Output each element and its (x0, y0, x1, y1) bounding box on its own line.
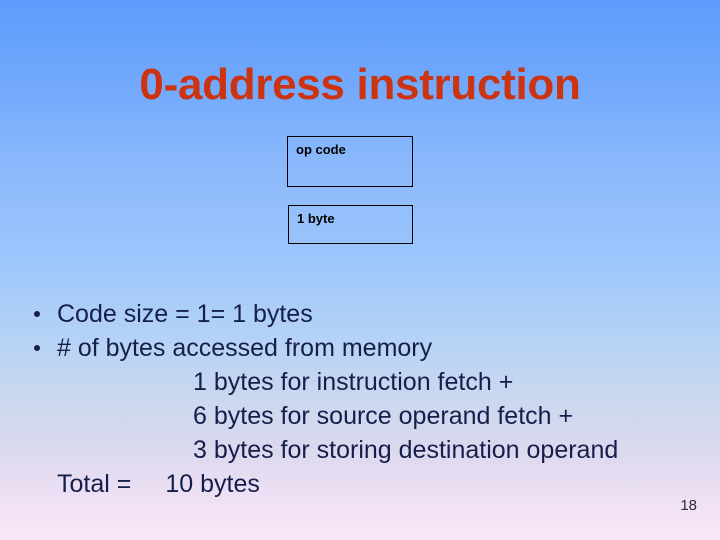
total-value: 10 bytes (165, 470, 260, 498)
bullet-dot-icon (34, 311, 40, 317)
instruction-field-opcode-box: op code (287, 136, 413, 187)
page-number: 18 (680, 497, 697, 514)
total-label: Total = (57, 470, 132, 498)
breakdown-line-store-destination-operand: 3 bytes for storing destination operand (0, 433, 720, 467)
bullet-dot-icon (34, 345, 40, 351)
breakdown-line-source-operand-fetch: 6 bytes for source operand fetch + (0, 399, 720, 433)
breakdown-line-store-destination-operand-label: 3 bytes for storing destination operand (193, 436, 619, 464)
bullet-item-code-size-label: Code size = 1= 1 bytes (57, 300, 313, 328)
breakdown-line-instruction-fetch-label: 1 bytes for instruction fetch + (193, 368, 514, 396)
instruction-field-size-box: 1 byte (288, 205, 413, 244)
bullet-item-code-size: Code size = 1= 1 bytes (0, 297, 720, 331)
page-title: 0-address instruction (139, 60, 581, 109)
size-box-label: 1 byte (297, 211, 335, 226)
breakdown-line-instruction-fetch: 1 bytes for instruction fetch + (0, 365, 720, 399)
opcode-box-label: op code (296, 142, 346, 157)
bullet-item-bytes-accessed: # of bytes accessed from memory (0, 331, 720, 365)
body-text-block: Code size = 1= 1 bytes # of bytes access… (0, 297, 720, 501)
breakdown-line-source-operand-fetch-label: 6 bytes for source operand fetch + (193, 402, 574, 430)
total-line: Total = 10 bytes (0, 467, 720, 501)
bullet-item-bytes-accessed-label: # of bytes accessed from memory (57, 334, 433, 362)
